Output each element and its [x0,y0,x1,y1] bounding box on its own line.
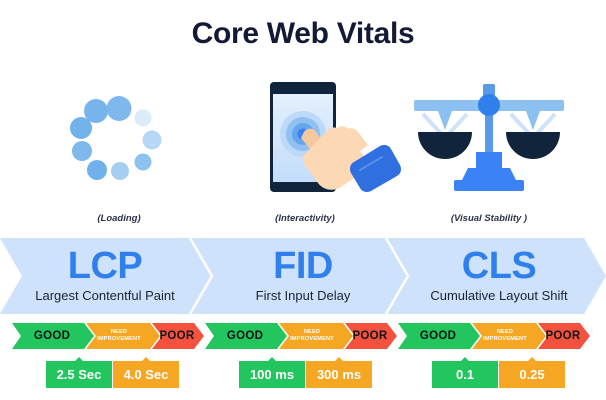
metric-acronym-fid: FID [273,245,333,287]
threshold-chips-cls: 0.1 0.25 [398,357,590,391]
page-title: Core Web Vitals [191,17,415,50]
metric-icon-interactivity: (Interactivity) [204,78,406,228]
metric-band-fid[interactable]: FID First Input Delay [202,238,404,314]
chip-pointer-high-cls [527,357,537,362]
chip-pointer-low-cls [460,357,470,362]
metric-icon-visual-stability: (Visual Stability ) [388,78,590,228]
rating-bar-fid [205,323,397,349]
rating-bar-lcp [12,323,204,349]
icon-caption-visual-stability: (Visual Stability ) [450,213,528,224]
threshold-chip-low-cls: 0.1 [432,361,498,388]
rating-bar-cls [398,323,590,349]
threshold-chips-fid: 100 ms 300 ms [205,357,397,391]
threshold-chip-high-cls: 0.25 [499,361,565,388]
balance-scale-icon [414,84,564,191]
threshold-chip-high-fid: 300 ms [306,361,372,388]
metric-acronym-lcp: LCP [67,245,143,287]
chip-pointer-low-fid [267,357,277,362]
metric-fullname-lcp: Largest Contentful Paint [35,288,175,303]
icon-caption-interactivity: (Interactivity) [275,213,335,224]
rating-group-cls: GOOD NEED IMPROVEMENT POOR 0.1 0.25 [398,323,590,393]
metric-fullname-fid: First Input Delay [255,288,351,303]
metric-acronym-cls: CLS [461,245,537,287]
metric-fullname-cls: Cumulative Layout Shift [430,288,568,303]
rating-group-lcp: GOOD NEED IMPROVEMENT POOR 2.5 Sec 4.0 S… [12,323,204,393]
threshold-chip-high-lcp: 4.0 Sec [113,361,179,388]
rating-group-fid: GOOD NEED IMPROVEMENT POOR 100 ms 300 ms [205,323,397,393]
threshold-chip-low-fid: 100 ms [239,361,305,388]
metrics-chevron-band: LCP Largest Contentful Paint FID First I… [0,238,606,314]
chip-pointer-low-lcp [74,357,84,362]
metric-band-lcp[interactable]: LCP Largest Contentful Paint [4,238,206,314]
phone-tap-icon [270,82,401,192]
chevron-band-background [0,238,606,314]
chip-pointer-high-fid [334,357,344,362]
loading-spinner-icon [70,96,162,180]
icon-row: (Loading) [0,78,606,228]
metric-icon-loading: (Loading) [18,78,220,228]
metric-band-cls[interactable]: CLS Cumulative Layout Shift [398,238,600,314]
threshold-chip-low-lcp: 2.5 Sec [46,361,112,388]
chip-pointer-high-lcp [141,357,151,362]
threshold-chips-lcp: 2.5 Sec 4.0 Sec [12,357,204,391]
icon-caption-loading: (Loading) [97,213,141,224]
